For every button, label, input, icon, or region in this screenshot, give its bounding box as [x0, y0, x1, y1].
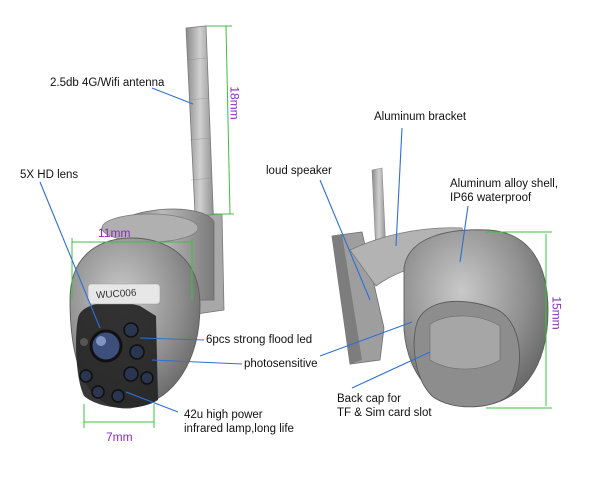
- label-flood-led: 6pcs strong flood led: [206, 334, 313, 346]
- label-shell-2: IP66 waterproof: [450, 192, 532, 204]
- antenna-body: [185, 25, 215, 235]
- model-tag-text: WUC006: [95, 287, 137, 302]
- main-lens: [89, 329, 123, 363]
- label-antenna: 2.5db 4G/Wifi antenna: [50, 77, 165, 89]
- label-speaker: loud speaker: [266, 165, 332, 177]
- label-bracket: Aluminum bracket: [374, 111, 467, 123]
- label-infrared-1: 42u high power: [184, 409, 263, 421]
- dim-dome-width: 11mm: [98, 226, 131, 240]
- leader-lines: [39, 87, 469, 413]
- dim-lens-width: 7mm: [106, 430, 133, 444]
- dimension-lines: [71, 25, 552, 428]
- rear-camera: [331, 167, 549, 408]
- dim-antenna-height: 18mm: [227, 86, 242, 120]
- label-infrared-2: infrared lamp,long life: [184, 423, 294, 435]
- front-camera: [69, 25, 225, 409]
- label-backcap-1: Back cap for: [337, 393, 401, 405]
- model-tag: [87, 283, 161, 305]
- label-shell-1: Aluminum alloy shell,: [450, 178, 559, 190]
- label-photosensitive: photosensitive: [244, 358, 318, 370]
- dim-rear-height: 15mm: [549, 296, 564, 330]
- label-backcap-2: TF & Sim card slot: [337, 407, 432, 419]
- label-lens: 5X HD lens: [20, 169, 79, 181]
